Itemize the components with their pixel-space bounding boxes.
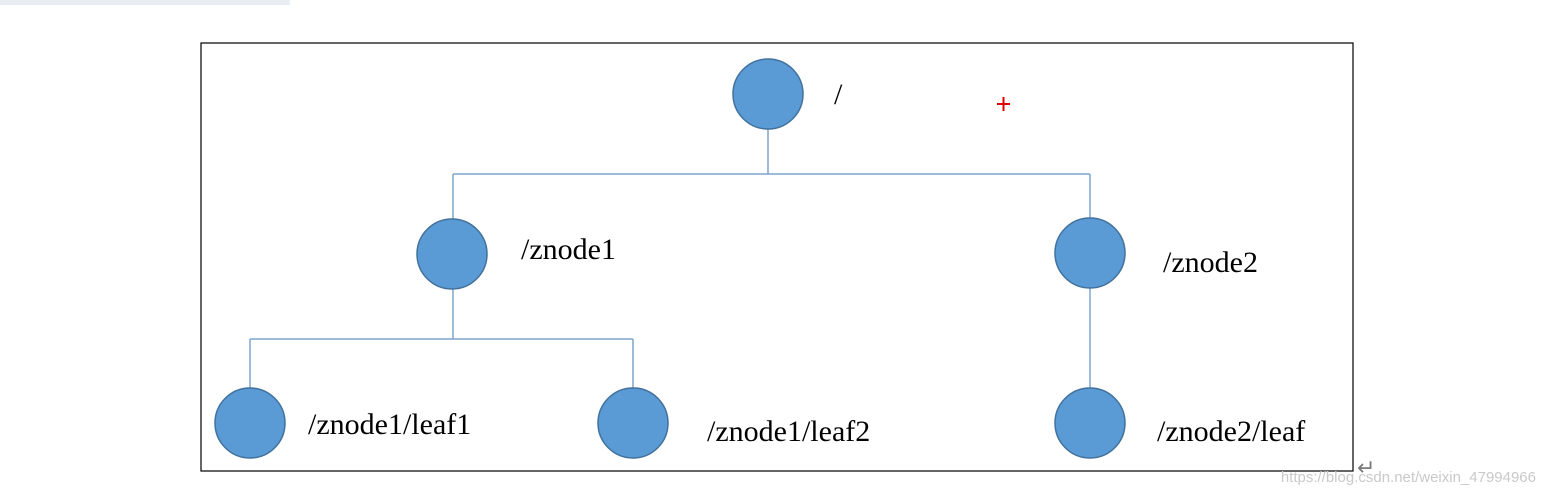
label-znode1-leaf1: /znode1/leaf1 — [308, 408, 471, 441]
label-znode1-leaf2: /znode1/leaf2 — [707, 415, 870, 448]
watermark-text: https://blog.csdn.net/weixin_47994966 — [1281, 469, 1536, 486]
label-znode2-leaf: /znode2/leaf — [1157, 415, 1305, 448]
label-root: / — [834, 78, 843, 111]
label-znode2: /znode2 — [1163, 246, 1258, 279]
edges — [249, 128, 1091, 388]
node-znode1-leaf2 — [597, 387, 669, 459]
red-crosshair-icon — [997, 97, 1010, 111]
node-znode1 — [416, 218, 488, 290]
node-znode1-leaf1 — [214, 387, 286, 459]
node-znode2-leaf — [1054, 387, 1126, 459]
node-labels: / /znode1 /znode2 /znode1/leaf1 /znode1/… — [308, 78, 1305, 448]
nodes — [214, 58, 1126, 459]
label-znode1: /znode1 — [521, 233, 616, 266]
return-arrow-icon: ↵ — [1357, 456, 1375, 481]
diagram-frame — [200, 42, 1354, 472]
node-root — [732, 58, 804, 130]
node-znode2 — [1054, 217, 1126, 289]
top-edge-remnant — [0, 0, 290, 5]
